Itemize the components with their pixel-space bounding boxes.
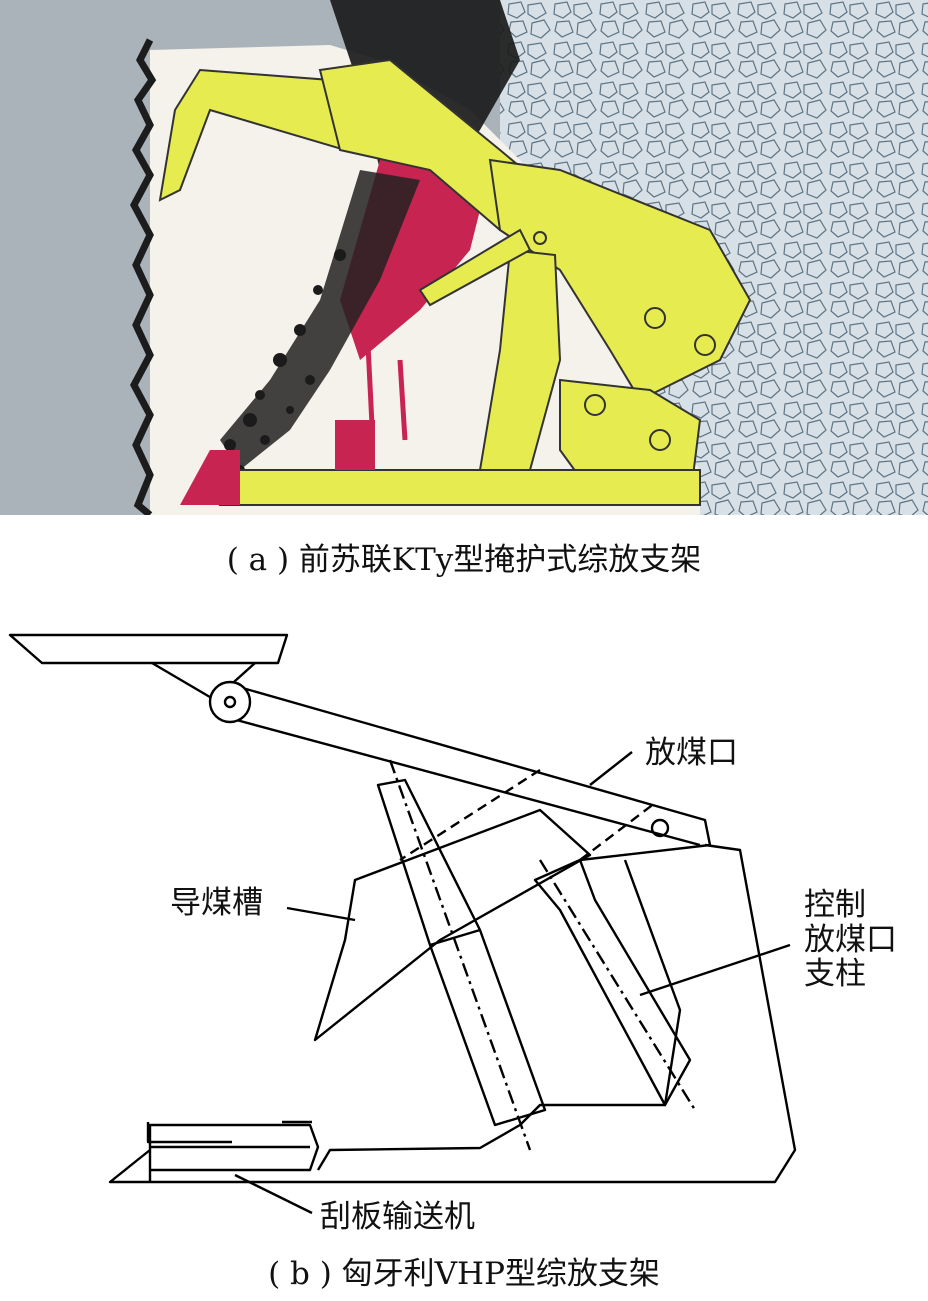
label-control-leg-line2: 放煤口 (804, 921, 897, 958)
leader-fangmeikou (589, 751, 633, 786)
control-leg-axis (538, 859, 697, 1111)
figure-b-caption: ( b ) 匈牙利VHP型综放支架 (268, 1256, 660, 1292)
label-control-leg-line3: 支柱 (804, 956, 866, 993)
support-base (218, 469, 701, 506)
control-leg-outer (533, 858, 692, 1107)
figure-b-line-drawing (8, 633, 797, 1215)
draw-opening-dashed (399, 768, 656, 862)
main-leg-axis (388, 759, 532, 1151)
draw-jack (418, 228, 532, 307)
leader-guaban (234, 1173, 313, 1215)
label-scraper-conveyor: 刮板输送机 (320, 1199, 475, 1235)
leader-kongzhi (639, 943, 791, 997)
control-lever-red (365, 344, 408, 441)
linkage-pins (533, 231, 716, 451)
control-valve-red (335, 420, 375, 470)
scraper-conveyor (146, 1120, 320, 1182)
label-control-leg-line1: 控制 (804, 887, 866, 923)
inner-frame (316, 859, 682, 1171)
main-leg-outer (376, 778, 547, 1127)
label-coal-guide-chute: 导煤槽 (170, 885, 263, 921)
label-coal-draw-opening: 放煤口 (645, 735, 738, 771)
falling-coal (220, 170, 420, 470)
label-control-leg: 控制 放煤口 支柱 (804, 888, 914, 992)
rear-pin (650, 818, 670, 838)
canopy-hinge (208, 680, 252, 724)
leader-daomeicao (286, 906, 356, 922)
main-leg-cylinder (429, 928, 481, 947)
coal-guide-chute (313, 808, 592, 1042)
front-canopy-plate (8, 633, 289, 665)
canopy-hinge-pin (223, 695, 237, 709)
coal-face-edge (130, 38, 157, 515)
conveyor-red (180, 450, 240, 505)
canopy-beam (217, 683, 712, 862)
figure-a-illustration (0, 0, 928, 515)
figure-a-caption: ( a ) 前苏联KTy型掩护式综放支架 (226, 542, 702, 578)
rear-frame (108, 843, 797, 1184)
